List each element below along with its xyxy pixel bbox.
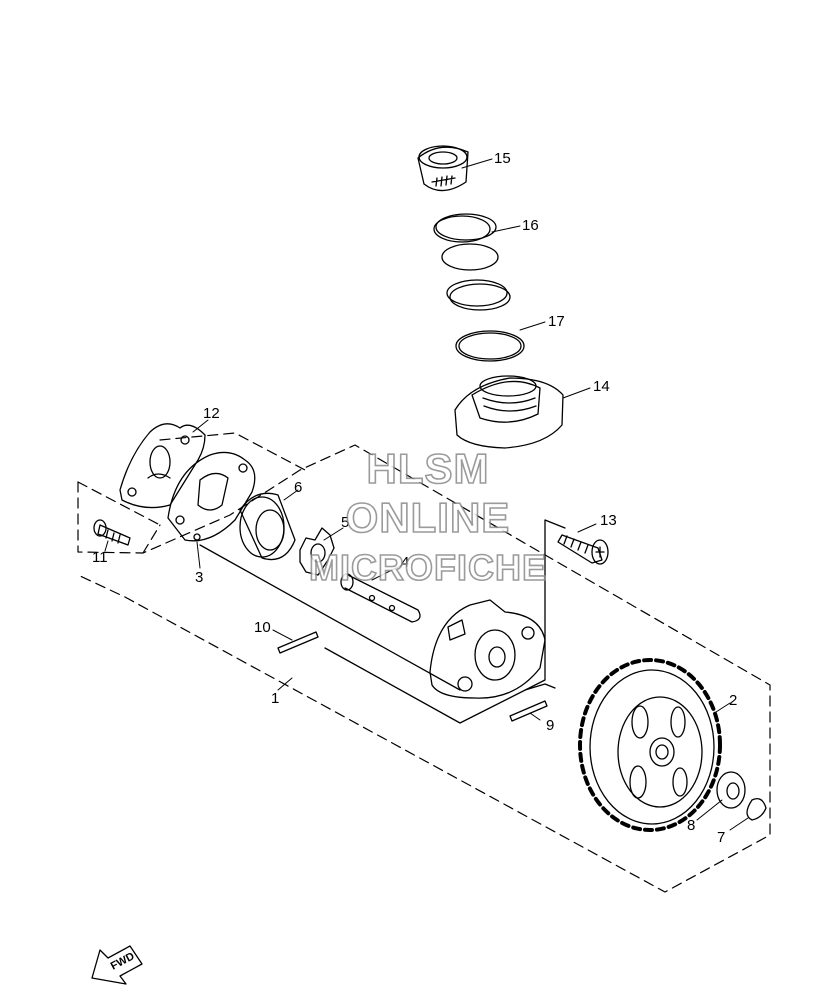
callout-13: 13 [600, 512, 617, 529]
callout-2: 2 [729, 692, 737, 709]
callout-6: 6 [294, 479, 302, 496]
callout-17: 17 [548, 313, 565, 330]
watermark-line-1: HLSM [367, 445, 490, 492]
pin-10 [277, 631, 319, 654]
leader-lines [104, 158, 749, 831]
screw-13 [557, 534, 609, 565]
callout-14: 14 [593, 378, 610, 395]
callout-16: 16 [522, 217, 539, 234]
washer [716, 771, 746, 809]
callout-8: 8 [687, 817, 695, 834]
fwd-direction-arrow-icon [91, 945, 143, 985]
watermark-line-2: ONLINE [346, 494, 511, 541]
gasket [119, 423, 206, 509]
circlip [746, 797, 767, 821]
inner-rotor [299, 527, 335, 576]
callout-1: 1 [271, 690, 279, 707]
pin-9 [509, 683, 556, 722]
watermark-line-3: MICROFICHE [309, 547, 547, 588]
callout-7: 7 [717, 829, 725, 846]
pump-shaft [340, 573, 421, 623]
bolt-11 [93, 519, 131, 546]
strainer-cap [417, 145, 469, 192]
callout-9: 9 [546, 717, 554, 734]
outer-rotor [239, 492, 296, 561]
callout-3: 3 [195, 569, 203, 586]
callout-10: 10 [254, 619, 271, 636]
callout-12: 12 [203, 405, 220, 422]
assembly-group-outline [77, 432, 771, 893]
callout-11: 11 [92, 549, 108, 566]
callout-15: 15 [494, 150, 511, 167]
pump-body-bracket [199, 519, 566, 724]
callout-labels: 15 16 17 14 12 6 5 13 11 4 3 10 1 2 9 8 … [92, 150, 737, 846]
strainer-housing [454, 375, 564, 449]
watermark: HLSM ONLINE MICROFICHE [308, 444, 547, 589]
o-ring [455, 330, 525, 362]
callout-4: 4 [401, 554, 409, 571]
pump-body [429, 599, 546, 699]
coil-spring [433, 213, 511, 311]
driven-gear [578, 658, 722, 832]
pump-cover [167, 451, 256, 542]
callout-5: 5 [341, 514, 349, 531]
